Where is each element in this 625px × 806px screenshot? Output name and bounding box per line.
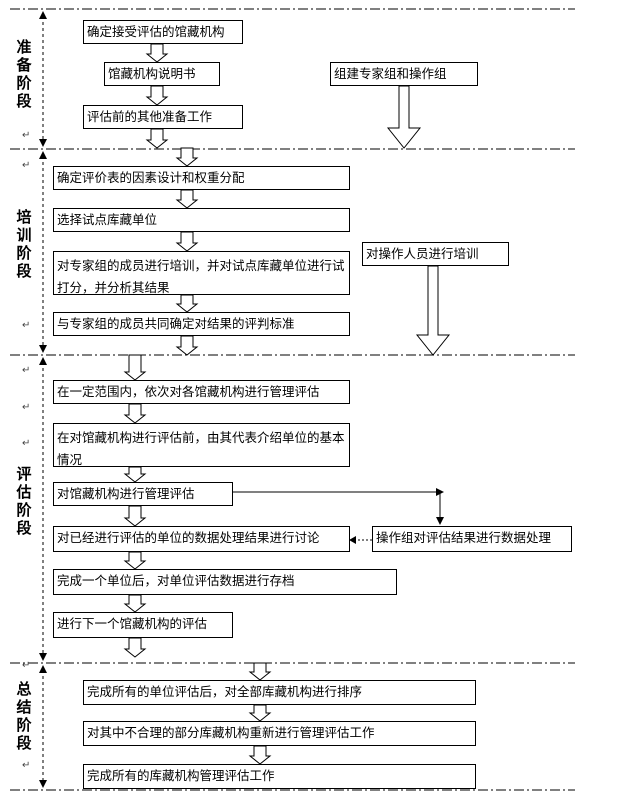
block-arrow-7 [175, 294, 199, 313]
block-arrow-16 [123, 594, 147, 613]
step-archive-data: 完成一个单位后，对单位评估数据进行存档 [53, 569, 397, 595]
block-arrow-19 [248, 704, 272, 722]
step-next-institution: 进行下一个馆藏机构的评估 [53, 612, 233, 638]
block-arrow-20 [248, 745, 272, 765]
stage-label-prep: 准备阶段 [16, 38, 32, 110]
step-representative-intro: 在对馆藏机构进行评估前，由其代表介绍单位的基本情况 [53, 423, 350, 467]
block-arrow-11 [123, 354, 147, 381]
step-evaluate-sequentially: 在一定范围内，依次对各馆藏机构进行管理评估 [53, 380, 350, 404]
step-other-preparation: 评估前的其他准备工作 [83, 105, 243, 129]
paragraph-mark: ↵ [22, 402, 31, 413]
step-management-evaluation: 对馆藏机构进行管理评估 [53, 482, 233, 506]
block-arrow-2 [145, 85, 169, 106]
step-operator-data-processing: 操作组对评估结果进行数据处理 [372, 526, 572, 552]
step-confirm-institutions: 确定接受评估的馆藏机构 [83, 20, 243, 44]
block-arrow-4 [175, 147, 199, 167]
flow-arrows [123, 43, 451, 765]
paragraph-mark: ↵ [22, 365, 31, 376]
block-arrow-9 [386, 85, 422, 149]
paragraph-mark: ↵ [22, 130, 31, 141]
stage-span-arrowheads [39, 11, 47, 788]
step-define-factors-weights: 确定评价表的因素设计和权重分配 [53, 166, 350, 190]
step-build-expert-groups: 组建专家组和操作组 [330, 62, 478, 86]
side-loop-heads [349, 488, 444, 544]
stage-label-train: 培训阶段 [16, 208, 32, 280]
stage-label-summary: 总结阶段 [16, 680, 32, 752]
paragraph-mark: ↵ [22, 320, 31, 331]
block-arrow-5 [175, 189, 199, 209]
paragraph-mark: ↵ [22, 760, 31, 771]
block-arrow-1 [145, 43, 169, 63]
block-arrow-10 [415, 265, 451, 356]
block-arrow-14 [123, 505, 147, 527]
step-train-operators: 对操作人员进行培训 [362, 242, 509, 266]
paragraph-mark: ↵ [22, 160, 31, 171]
step-discuss-results: 对已经进行评估的单位的数据处理结果进行讨论 [53, 526, 350, 552]
block-arrow-17 [123, 637, 147, 658]
block-arrow-13 [123, 466, 147, 483]
step-train-experts-pilot: 对专家组的成员进行培训，并对试点库藏单位进行试打分，并分析其结果 [53, 251, 350, 295]
block-arrow-6 [175, 231, 199, 252]
step-re-evaluate: 对其中不合理的部分库藏机构重新进行管理评估工作 [83, 721, 476, 746]
block-arrow-12 [123, 403, 147, 424]
stage-separators [10, 8, 575, 791]
step-institution-manual: 馆藏机构说明书 [104, 62, 220, 86]
step-define-judging-standard: 与专家组的成员共同确定对结果的评判标准 [53, 312, 350, 336]
step-select-pilot-unit: 选择试点库藏单位 [53, 208, 350, 232]
paragraph-mark: ↵ [22, 660, 31, 671]
step-rank-all: 完成所有的单位评估后，对全部库藏机构进行排序 [83, 680, 476, 705]
stage-label-eval: 评估阶段 [16, 465, 32, 537]
block-arrow-8 [175, 335, 199, 356]
block-arrow-18 [248, 662, 272, 681]
block-arrow-3 [145, 128, 169, 149]
block-arrow-15 [123, 551, 147, 570]
step-finish-all: 完成所有的库藏机构管理评估工作 [83, 764, 476, 789]
paragraph-mark: ↵ [22, 438, 31, 449]
